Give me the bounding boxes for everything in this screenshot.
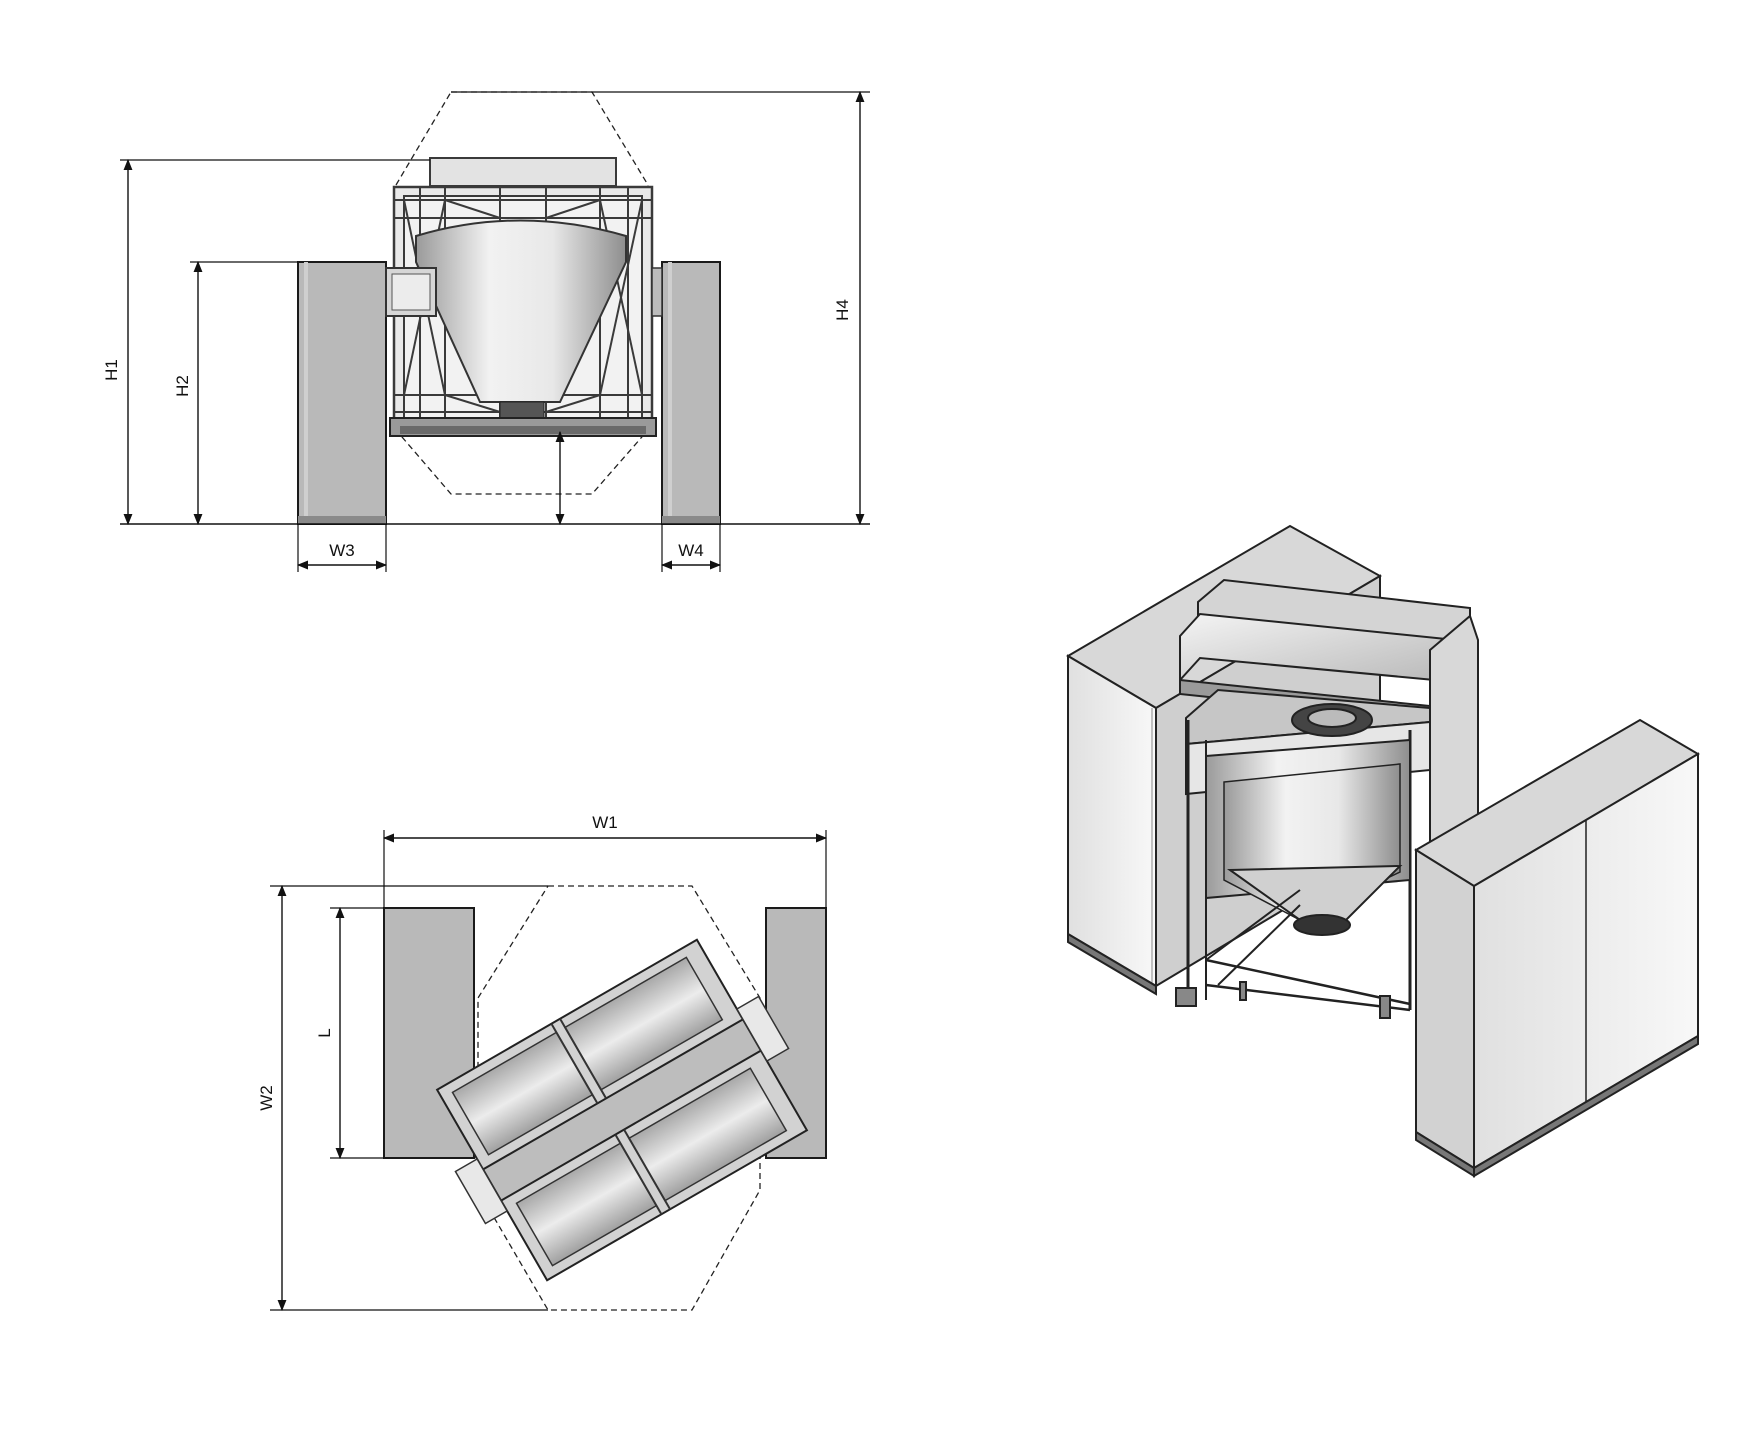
dim-w3-label: W3 [329,541,355,560]
swing-envelope-top [477,885,761,1311]
top-plan-view: W1 W2 L [257,813,828,1312]
dim-h2-label: H2 [173,375,192,397]
dim-h1-label: H1 [102,359,121,381]
dim-w4-label: W4 [678,541,704,560]
isometric-view [1066,524,1700,1178]
front-elevation-view: H1 H2 H4 W3 W4 [102,90,870,572]
dim-w2-label: W2 [257,1085,276,1111]
cabinet-icon [297,261,721,525]
rotated-container [435,938,809,1282]
iso-frame [1175,578,1479,1019]
dim-l-label: L [315,1028,334,1037]
dim-w1-label: W1 [592,813,618,832]
container-icon [385,219,663,421]
iso-cabinet-right [1414,718,1700,1178]
dim-h4-label: H4 [833,299,852,321]
